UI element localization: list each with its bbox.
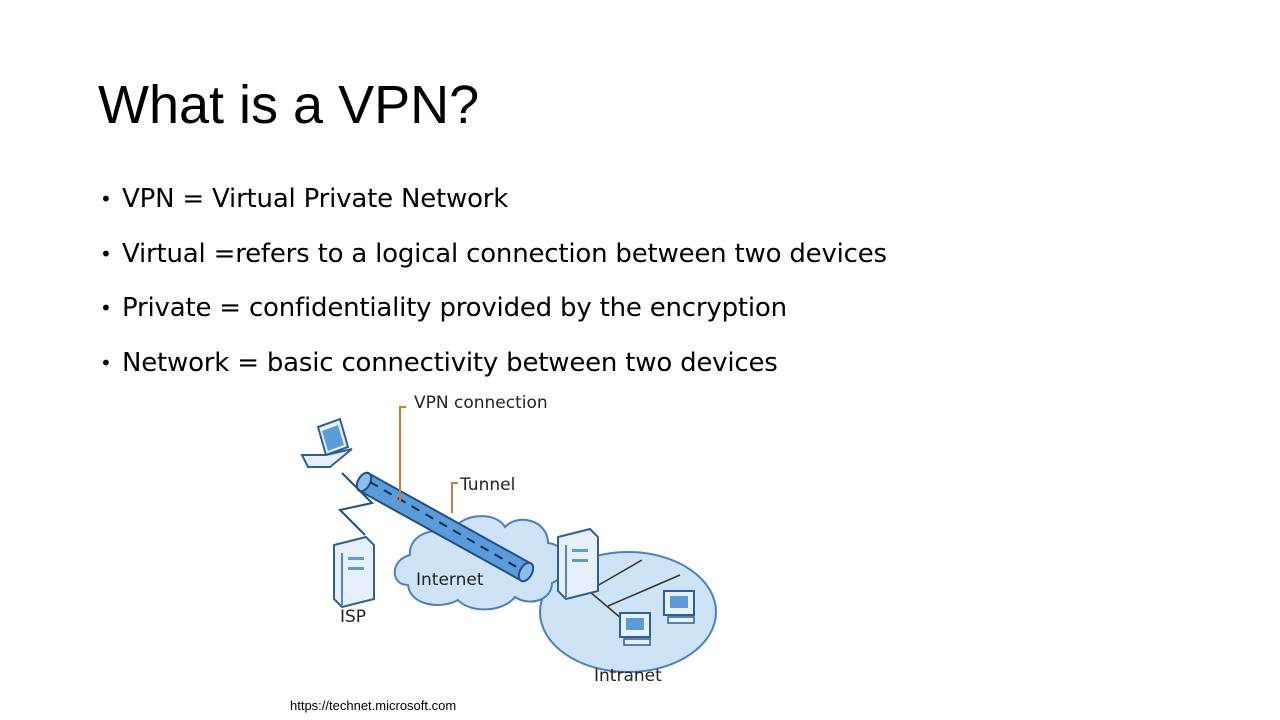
laptop-icon <box>300 417 353 468</box>
internet-cloud <box>393 515 567 611</box>
intranet-client-icon <box>663 590 695 624</box>
vpn-connection-label: VPN connection <box>414 393 548 413</box>
bullet-text: Virtual =refers to a logical connection … <box>122 238 887 269</box>
bullet-icon: • <box>100 241 112 266</box>
bullet-vpn-definition: • VPN = Virtual Private Network <box>100 172 887 227</box>
bullet-list: • VPN = Virtual Private Network • Virtual … <box>100 172 887 390</box>
vpn-diagram: VPN connection Tunnel Internet ISP Intra… <box>300 393 717 686</box>
bullet-text: Network = basic connectivity between two… <box>122 347 778 378</box>
bullet-icon: • <box>100 350 112 375</box>
bullet-icon: • <box>100 187 112 211</box>
bullet-text: VPN = Virtual Private Network <box>122 184 509 214</box>
isp-label: ISP <box>340 607 366 627</box>
bullet-virtual-definition: • Virtual =refers to a logical connection… <box>100 227 887 282</box>
internet-label: Internet <box>416 570 484 590</box>
bullet-text: Private = confidentiality provided by th… <box>122 293 787 323</box>
isp-server-icon <box>333 535 375 609</box>
slide-title: What is a VPN? <box>98 75 480 135</box>
bullet-icon: • <box>100 296 112 320</box>
bullet-private-definition: • Private = confidentiality provided by t… <box>100 281 887 336</box>
dialup-link <box>337 472 375 536</box>
intranet-client-icon <box>619 612 651 646</box>
intranet-label: Intranet <box>594 666 662 686</box>
callout-lines <box>399 406 458 513</box>
source-citation: https://technet.microsoft.com <box>290 698 457 713</box>
tunnel-label: Tunnel <box>459 475 515 495</box>
vpn-tunnel-tube <box>355 471 535 583</box>
bullet-network-definition: • Network = basic connectivity between tw… <box>100 336 887 391</box>
vpn-server-icon <box>557 527 599 601</box>
